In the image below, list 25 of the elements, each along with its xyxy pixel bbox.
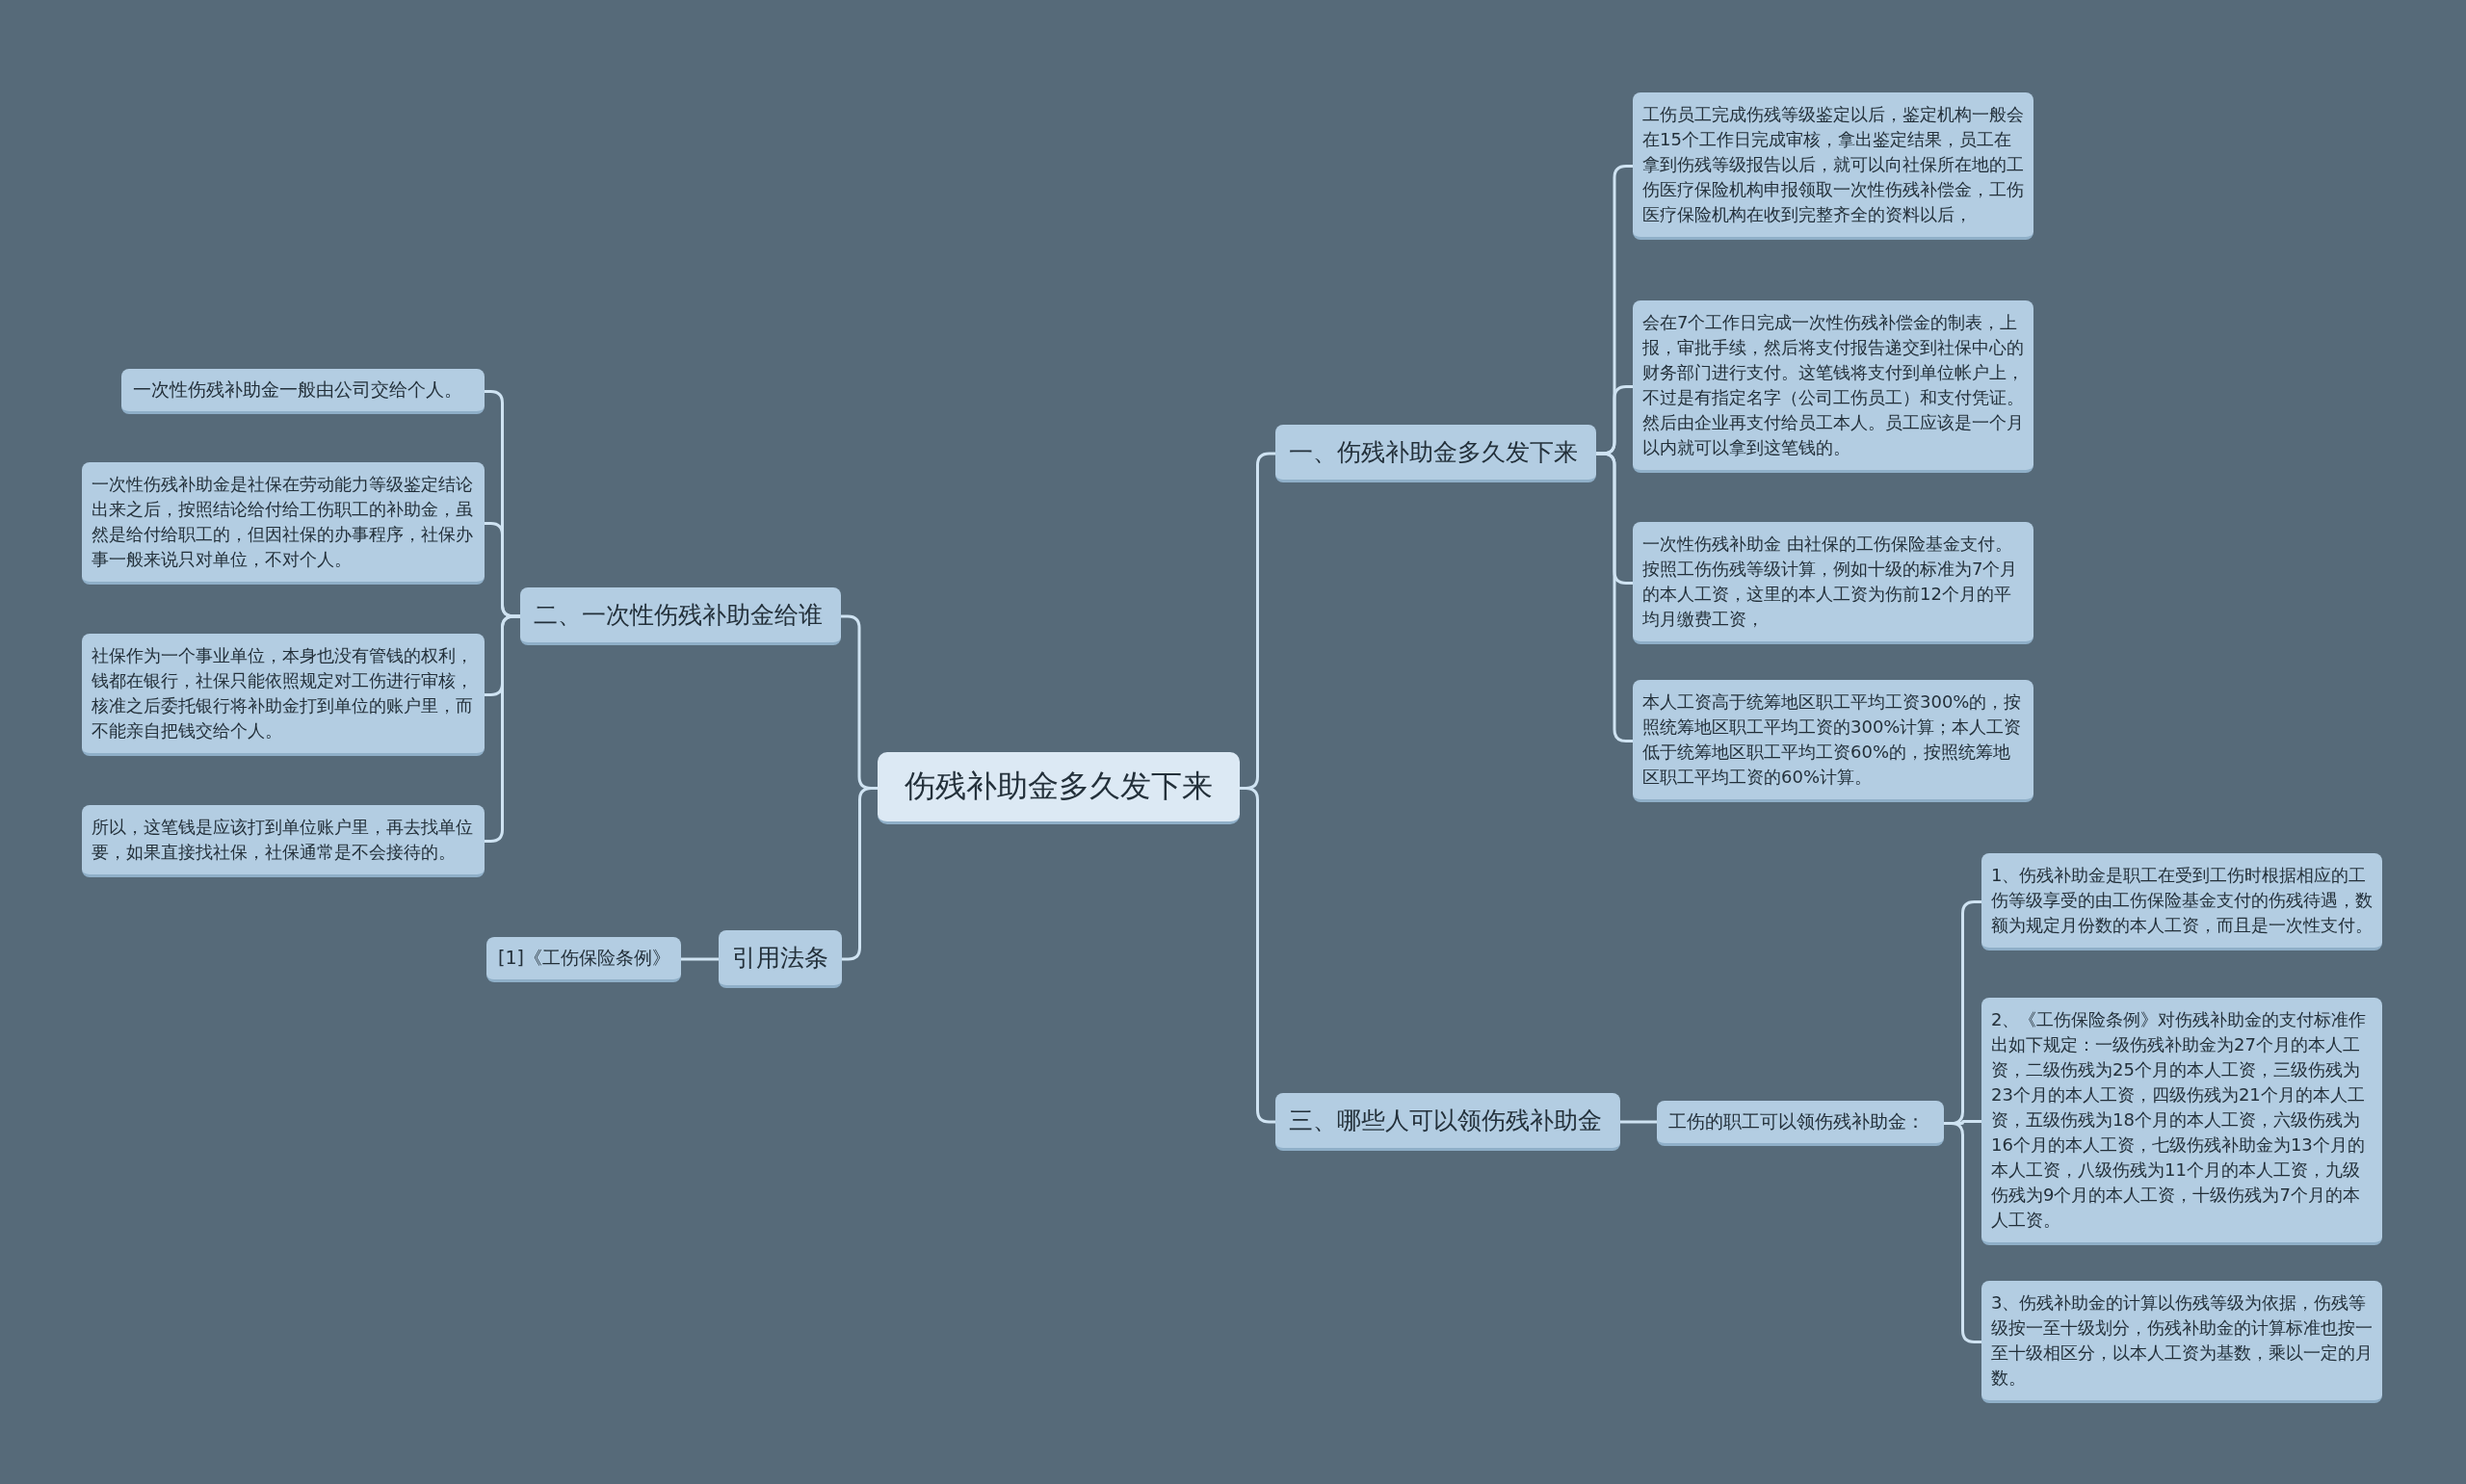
note-card: 所以，这笔钱是应该打到单位账户里，再去找单位要，如果直接找社保，社保通常是不会接待的。 [82,804,485,877]
connector-line [1240,787,1275,1124]
connector-line [485,614,520,843]
note-card: 一次性伤残补助金 由社保的工伤保险基金支付。按照工伤伤残等级计算，例如十级的标准为7个月的本人工资，这里的本人工资为伤前12个月的平均月缴费工资， [1633,521,2033,644]
connector-line [1944,1122,1981,1343]
branch-topic: 引用法条 [719,930,842,988]
connector-line [681,957,719,961]
subtopic-box: 工伤的职工可以领伤残补助金： [1657,1100,1944,1146]
note-card: [1]《工伤保险条例》 [486,936,681,982]
note-card: 一次性伤残补助金是社保在劳动能力等级鉴定结论出来之后，按照结论给付给工伤职工的补助金，虽然是给付给职工的，但因社保的办事程序，社保办事一般来说只对单位，不对个人。 [82,461,485,585]
branch-topic: 三、哪些人可以领伤残补助金 [1275,1093,1620,1151]
note-card: 本人工资高于统筹地区职工平均工资300%的，按照统筹地区职工平均工资的300%计算；本人工资低于统筹地区职工平均工资60%的，按照统筹地区职工平均工资的60%计算。 [1633,679,2033,802]
note-card: 社保作为一个事业单位，本身也没有管钱的权利，钱都在银行，社保只能依照规定对工伤进行审核，核准之后委托银行将补助金打到单位的账户里，而不能亲自把钱交给个人。 [82,633,485,756]
note-card: 3、伤残补助金的计算以伤残等级为依据，伤残等级按一至十级划分，伤残补助金的计算标准也按一至十级相区分，以本人工资为基数，乘以一定的月数。 [1981,1280,2382,1403]
note-card: 1、伤残补助金是职工在受到工伤时根据相应的工伤等级享受的由工伤保险基金支付的伤残待遇，数额为规定月份数的本人工资，而且是一次性支付。 [1981,852,2382,950]
branch-topic: 二、一次性伤残补助金给谁 [520,587,841,645]
connector-line [842,787,878,961]
connector-line [1596,452,1633,742]
note-card: 会在7个工作日完成一次性伤残补偿金的制表，上报，审批手续，然后将支付报告递交到社保中心的财务部门进行支付。这笔钱将支付到单位帐户上，不过是有指定名字（公司工伤员工）和支付凭证。然后由企业再支付给员工本人。员工应该是一个月以内就可以拿到这笔钱的。 [1633,299,2033,473]
note-card: 2、《工伤保险条例》对伤残补助金的支付标准作出如下规定：一级伤残补助金为27个月的本人工资，二级伤残为25个月的本人工资，三级伤残为23个月的本人工资，四级伤残为21个月的本人工资，五级伤残为18个月的本人工资，六级伤残为16个月的本人工资，七级伤残补助金为13个月的本人工资，八级伤残为11个月的本人工资，九级伤残为9个月的本人工资，十级伤残为7个月的本人工资。 [1981,997,2382,1245]
connector-line [1620,1120,1657,1124]
note-card: 工伤员工完成伤残等级鉴定以后，鉴定机构一般会在15个工作日完成审核，拿出鉴定结果，员工在拿到伤残等级报告以后，就可以向社保所在地的工伤医疗保险机构申报领取一次性伤残补偿金，工伤医疗保险机构在收到完整齐全的资料以后， [1633,91,2033,240]
note-card: 一次性伤残补助金一般由公司交给个人。 [121,368,485,414]
central-topic: 伤残补助金多久发下来 [878,751,1240,824]
branch-topic: 一、伤残补助金多久发下来 [1275,425,1596,482]
